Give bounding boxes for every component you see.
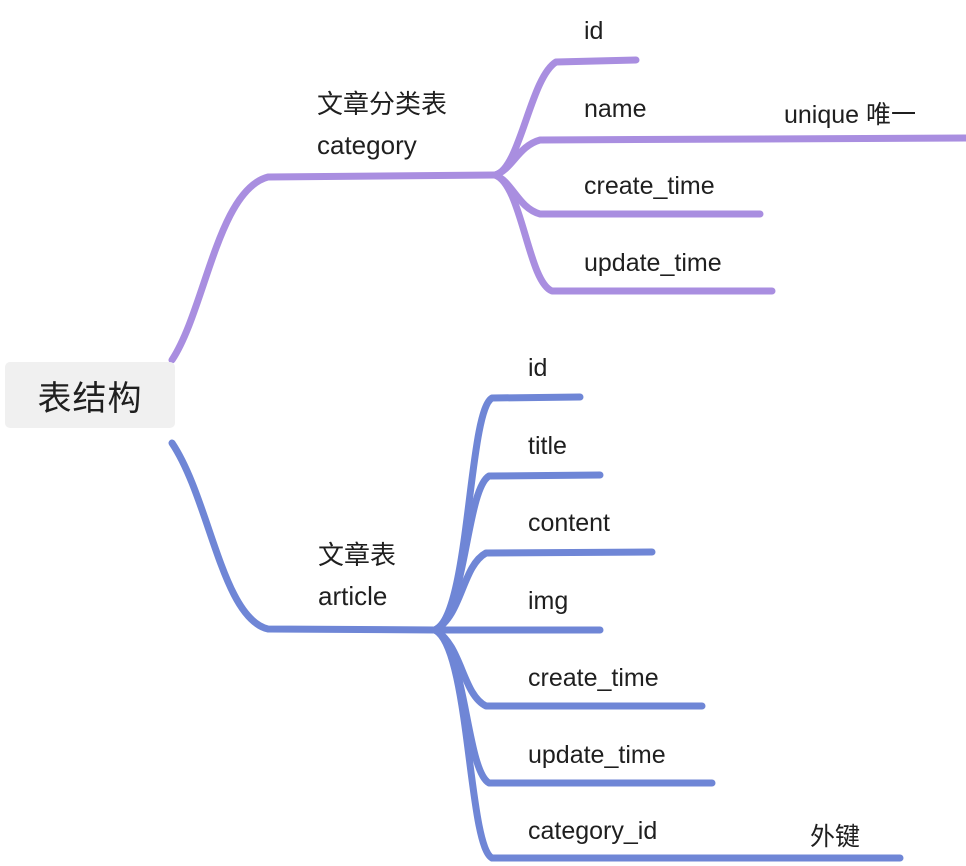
branch-node-category[interactable]: 文章分类表 category [317, 84, 447, 161]
branch-category-title-en: category [317, 130, 417, 160]
leaf-article-create-time[interactable]: create_time [528, 664, 659, 692]
leaf-category-name[interactable]: name [584, 95, 647, 123]
note-article-category-id-foreign-key: 外键 [810, 823, 861, 851]
root-node-label: 表结构 [37, 379, 143, 418]
root-node[interactable]: 表结构 [5, 362, 175, 428]
note-category-name-unique: unique 唯一 [784, 101, 917, 129]
branch-node-article[interactable]: 文章表 article [318, 535, 396, 612]
branch-article-title-cn: 文章表 [318, 540, 397, 570]
leaf-category-update-time[interactable]: update_time [584, 249, 722, 277]
edge-category-name [491, 134, 966, 179]
edge-article-title [431, 471, 604, 634]
leaf-article-img[interactable]: img [528, 587, 569, 615]
leaf-article-content[interactable]: content [528, 509, 611, 537]
edge-root-to-category [168, 171, 499, 364]
leaf-article-update-time[interactable]: update_time [528, 741, 666, 769]
leaf-article-category-id[interactable]: category_id [528, 817, 658, 845]
branch-article-title-en: article [318, 581, 388, 611]
leaf-category-id[interactable]: id [584, 17, 604, 45]
leaf-article-title[interactable]: title [528, 432, 567, 460]
leaf-category-create-time[interactable]: create_time [584, 172, 715, 200]
branch-category-title-cn: 文章分类表 [317, 89, 448, 119]
leaf-article-id[interactable]: id [528, 354, 548, 382]
